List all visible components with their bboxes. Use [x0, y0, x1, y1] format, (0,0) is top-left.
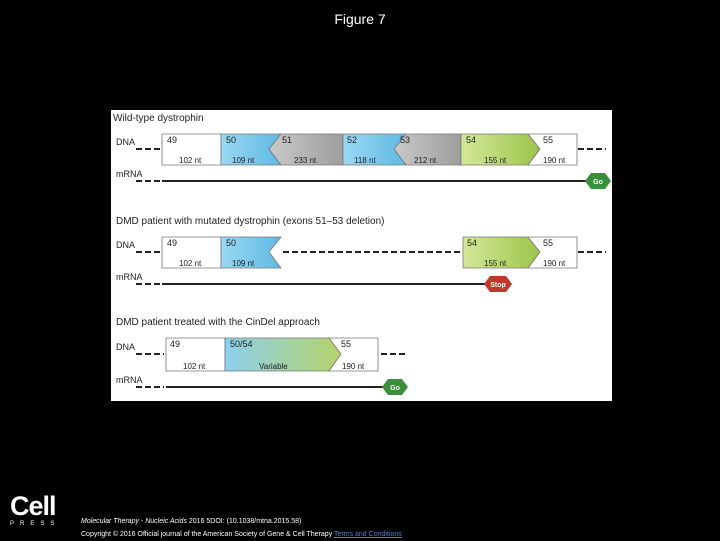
panel3-exon-number: 50/54: [230, 339, 253, 349]
panel1-exon-size: 118 nt: [354, 156, 376, 165]
panel2-exon-50: [220, 236, 282, 269]
panel2-exon-size: 102 nt: [179, 259, 202, 268]
panel3-exon-55: [328, 337, 379, 372]
panel3-exon-number: 49: [170, 339, 180, 349]
panel2-stop-label: Stop: [490, 282, 506, 289]
panel3-exon-number: 55: [341, 339, 351, 349]
panel1-dna-label: DNA: [116, 137, 135, 147]
panel1-exon-number: 52: [347, 135, 357, 145]
cell-press-logo: Cell PRESS: [10, 493, 62, 528]
copyright-line: Copyright © 2016 Official journal of the…: [81, 528, 402, 541]
logo-text: Cell: [10, 491, 57, 521]
panel3-exon-size: 102 nt: [183, 362, 206, 371]
panel3-exon-size: Variable: [259, 362, 288, 371]
panel2-exon-number: 50: [226, 238, 236, 248]
citation-doi: 2016 5DOI: (10.1038/mtna.2015.58): [186, 518, 302, 525]
exon-deletion-figure: Wild-type dystrophin DNA 49 50 51 52 53 …: [111, 110, 612, 401]
panel1-exon-number: 55: [543, 135, 553, 145]
footer: Molecular Therapy - Nucleic Acids 2016 5…: [81, 515, 402, 541]
panel1-exon-size: 233 nt: [294, 156, 317, 165]
panel1-exon-size: 109 nt: [232, 156, 255, 165]
panel2-exon-size: 190 nt: [543, 259, 566, 268]
copyright-text: Copyright © 2016 Official journal of the…: [81, 531, 335, 538]
panel1-exon-53: [393, 133, 462, 166]
panel1-exon-55: [527, 133, 578, 166]
panel1-exon-size: 212 nt: [414, 156, 437, 165]
panel2-stop-sign: [484, 276, 512, 292]
panel1-exon-number: 51: [282, 135, 292, 145]
panel1-exon-size: 190 nt: [543, 156, 566, 165]
logo-subtext: PRESS: [10, 521, 61, 527]
panel2-exon-number: 55: [543, 238, 553, 248]
panel2-exon-size: 109 nt: [232, 259, 255, 268]
panel1-exon-number: 54: [466, 135, 476, 145]
panel3-exon-size: 190 nt: [342, 362, 365, 371]
citation-line: Molecular Therapy - Nucleic Acids 2016 5…: [81, 515, 402, 528]
panel1-exon-number: 53: [400, 135, 410, 145]
panel3-go-sign: [382, 379, 408, 395]
panel2-exon-size: 155 nt: [484, 259, 507, 268]
panel1-title: Wild-type dystrophin: [113, 113, 204, 124]
panel2-exon-number: 54: [467, 238, 477, 248]
panel3-dna-label: DNA: [116, 342, 135, 352]
panel1-exon-51: [268, 133, 344, 166]
panel2-exon-55: [527, 236, 578, 269]
panel1-mrna-label: mRNA: [116, 169, 143, 179]
slide-title: Figure 7: [334, 11, 386, 27]
panel1-go-sign: [585, 173, 611, 189]
panel1-exon-number: 50: [226, 135, 236, 145]
panel3-go-label: Go: [390, 385, 400, 392]
panel2-dna-label: DNA: [116, 240, 135, 250]
panel2-exon-number: 49: [167, 238, 177, 248]
terms-link[interactable]: Terms and Conditions: [334, 531, 402, 538]
panel1-exon-size: 102 nt: [179, 156, 202, 165]
panel2-title: DMD patient with mutated dystrophin (exo…: [116, 216, 384, 227]
panel3-mrna-label: mRNA: [116, 375, 143, 385]
panel1-go-label: Go: [593, 179, 603, 186]
panel1-exon-number: 49: [167, 135, 177, 145]
journal-name: Molecular Therapy - Nucleic Acids: [81, 518, 187, 525]
panel3-title: DMD patient treated with the CinDel appr…: [116, 317, 320, 328]
panel1-exon-size: 155 nt: [484, 156, 507, 165]
panel2-mrna-label: mRNA: [116, 272, 143, 282]
